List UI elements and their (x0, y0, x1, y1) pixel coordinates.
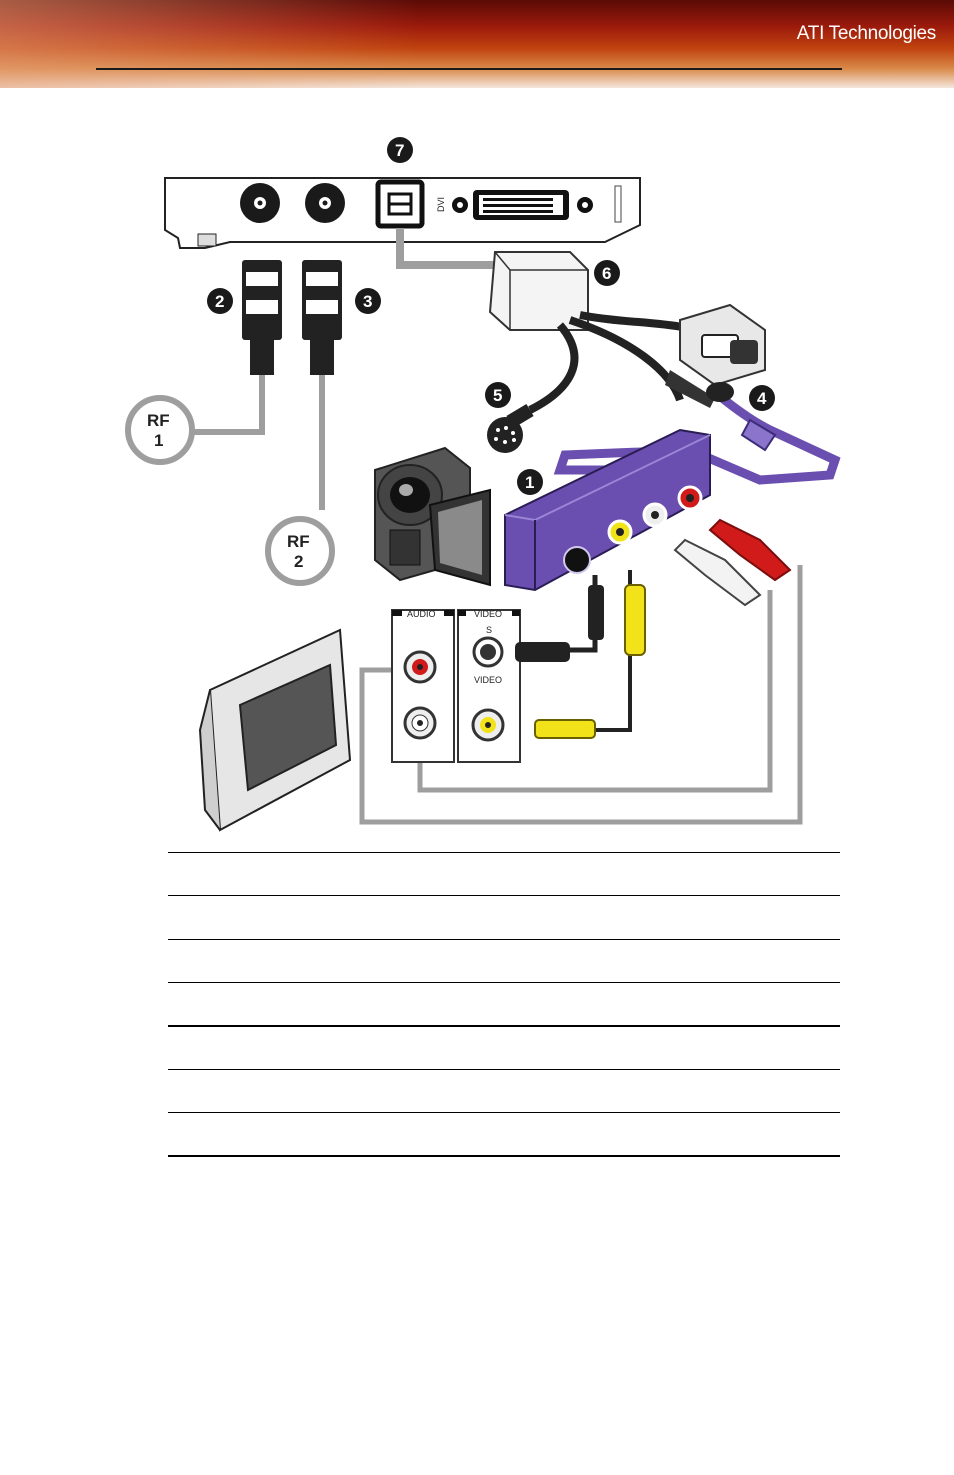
rf2-line1: RF (287, 532, 310, 551)
header-rule (96, 68, 842, 70)
television-icon (198, 628, 352, 832)
camcorder-icon (374, 446, 491, 587)
graphics-card-bracket: DVI (164, 177, 641, 249)
rf1-label: RF 1 (125, 395, 195, 465)
callout-7: 7 (387, 137, 413, 163)
table-rule (168, 852, 840, 853)
callout-2: 2 (207, 288, 233, 314)
header-fade (0, 0, 420, 88)
svg-text:3: 3 (363, 292, 372, 311)
rf1-line1: RF (147, 411, 170, 430)
svg-text:1: 1 (525, 473, 534, 492)
rf-connector-3-icon (302, 260, 342, 375)
s-label: S (486, 625, 492, 635)
audio-rca-plugs-icon (673, 518, 792, 607)
vga-connector-icon (679, 303, 766, 387)
video-label: VIDEO (474, 609, 502, 619)
av-adapter-box (504, 428, 711, 592)
svideo-in-connector-icon (665, 370, 777, 452)
callout-1: 1 (517, 469, 543, 495)
svg-text:6: 6 (602, 264, 611, 283)
table-rule (168, 895, 840, 896)
video-sub-label: VIDEO (474, 675, 502, 685)
table-rule (168, 939, 840, 940)
connection-diagram: DVI (110, 130, 850, 840)
brand-name: ATI Technologies (796, 23, 937, 44)
table-rule (168, 1069, 840, 1070)
legend-table-rules (168, 852, 840, 1162)
callout-4: 4 (749, 385, 775, 411)
audio-label: AUDIO (407, 609, 436, 619)
rf-connector-2-icon (242, 260, 282, 375)
rf2-line2: 2 (294, 552, 303, 571)
rf1-line2: 1 (154, 431, 163, 450)
table-rule (168, 1112, 840, 1113)
table-rule (168, 982, 840, 983)
vivo-breakout-box (488, 251, 589, 331)
svg-text:7: 7 (395, 141, 404, 160)
callout-3: 3 (355, 288, 381, 314)
svg-text:5: 5 (493, 386, 502, 405)
svg-text:4: 4 (757, 389, 767, 408)
callout-5: 5 (485, 382, 511, 408)
tv-input-panel: AUDIO VIDEO S VIDEO (391, 609, 521, 763)
table-rule (168, 1155, 840, 1157)
svg-text:2: 2 (215, 292, 224, 311)
rf2-label: RF 2 (265, 516, 335, 586)
page-header: ATI Technologies (0, 0, 954, 88)
dvi-label: DVI (436, 197, 446, 212)
callout-6: 6 (594, 260, 620, 286)
svideo-out-connector-icon (487, 403, 534, 453)
table-rule (168, 1025, 840, 1027)
